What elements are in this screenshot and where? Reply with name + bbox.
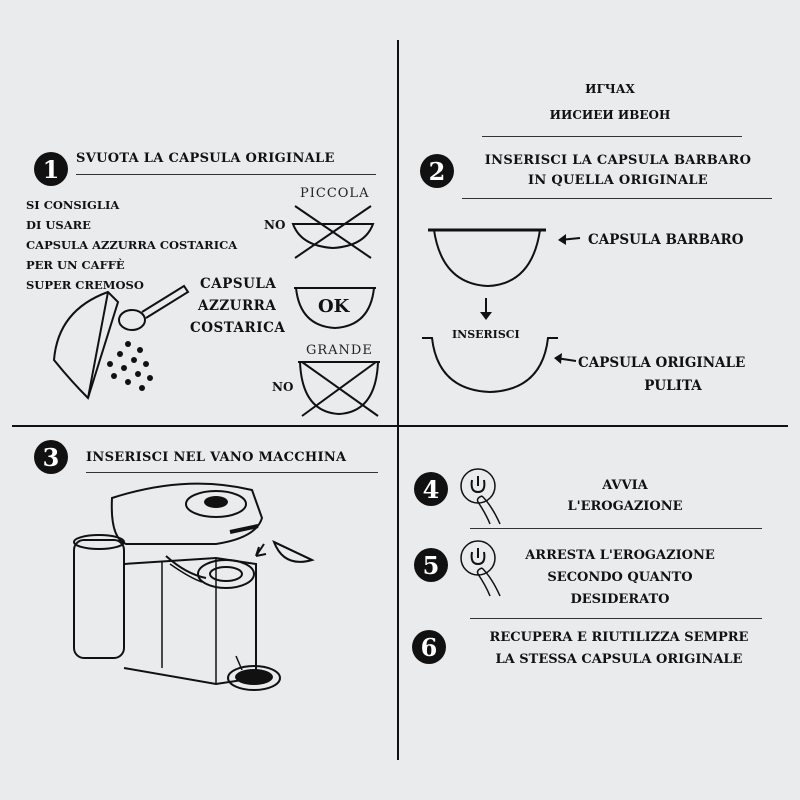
arrow-left-icon xyxy=(558,234,581,245)
vertical-divider xyxy=(397,40,399,760)
ok-capsule-icon xyxy=(294,287,376,330)
power-button-press-icon xyxy=(460,540,501,597)
header-underline xyxy=(482,136,742,137)
step5-text-line1: ARRESTA L'EROGAZIONE xyxy=(525,548,715,563)
step4-text-line1: AVVIA xyxy=(602,478,648,493)
step3-title: INSERISCI NEL VANO MACCHINA xyxy=(86,450,347,465)
step4-underline xyxy=(470,528,762,529)
barbaro-label: CAPSULA BARBARO xyxy=(588,232,744,248)
step5-underline xyxy=(470,618,762,619)
coffee-machine-illustration xyxy=(73,482,315,691)
original-capsule-icon xyxy=(422,337,558,394)
step2-title-line1: INSERISCI LA CAPSULA BARBARO xyxy=(484,153,752,168)
step5-number-badge: 5 xyxy=(414,548,448,582)
emptying-capsule-illustration xyxy=(52,284,190,400)
large-capsule-crossed-icon xyxy=(298,361,380,417)
step1-advice: SI CONSIGLIA DI USARE CAPSULA AZZURRA CO… xyxy=(26,195,237,295)
step5-text-line2: SECONDO QUANTO xyxy=(547,570,693,585)
arrow-down-icon xyxy=(480,298,492,320)
advice-line: PER UN CAFFÈ xyxy=(26,258,125,272)
advice-line: SI CONSIGLIA xyxy=(26,198,120,212)
no-small-label: NO xyxy=(264,218,286,232)
small-capsule-label: PICCOLA xyxy=(300,186,370,201)
step3-number-badge: 3 xyxy=(34,440,68,474)
power-button-press-icon xyxy=(460,468,501,525)
insert-label: INSERISCI xyxy=(452,328,520,341)
ok-label: OK xyxy=(318,296,350,317)
step1-number-badge: 1 xyxy=(34,152,68,186)
header-glyphs-line2: ИИСИЕИ ИВЕОН xyxy=(549,108,671,122)
capsule-label-line2: AZZURRA xyxy=(198,298,277,314)
no-large-label: NO xyxy=(272,380,294,394)
step4-number-badge: 4 xyxy=(414,472,448,506)
horizontal-divider xyxy=(12,425,788,427)
step5-text-line3: DESIDERATO xyxy=(570,592,670,607)
step1-underline xyxy=(76,174,376,175)
original-label-line1: CAPSULA ORIGINALE xyxy=(578,355,746,371)
step6-text-line2: LA STESSA CAPSULA ORIGINALE xyxy=(495,652,743,667)
capsule-label-line3: COSTARICA xyxy=(190,320,286,336)
advice-line: DI USARE xyxy=(26,218,91,232)
advice-line: CAPSULA AZZURRA COSTARICA xyxy=(26,238,238,252)
step1-title: SVUOTA LA CAPSULA ORIGINALE xyxy=(76,151,335,166)
step2-underline xyxy=(462,198,772,199)
step4-text-line2: L'EROGAZIONE xyxy=(567,499,683,514)
step2-number-badge: 2 xyxy=(420,154,454,188)
barbaro-capsule-icon xyxy=(428,228,546,288)
step3-underline xyxy=(86,472,378,473)
step2-title-line2: IN QUELLA ORIGINALE xyxy=(527,173,709,188)
large-capsule-label: GRANDE xyxy=(306,343,373,358)
header-glyphs-line1: ИГЧАХ xyxy=(585,82,635,96)
advice-line: SUPER CREMOSO xyxy=(26,278,144,292)
step6-number-badge: 6 xyxy=(412,630,446,664)
original-label-line2: PULITA xyxy=(644,378,702,394)
step6-text-line1: RECUPERA E RIUTILIZZA SEMPRE xyxy=(489,630,749,645)
capsule-label-line1: CAPSULA xyxy=(200,276,277,292)
arrow-left-icon xyxy=(554,353,577,364)
small-capsule-crossed-icon xyxy=(291,205,375,259)
